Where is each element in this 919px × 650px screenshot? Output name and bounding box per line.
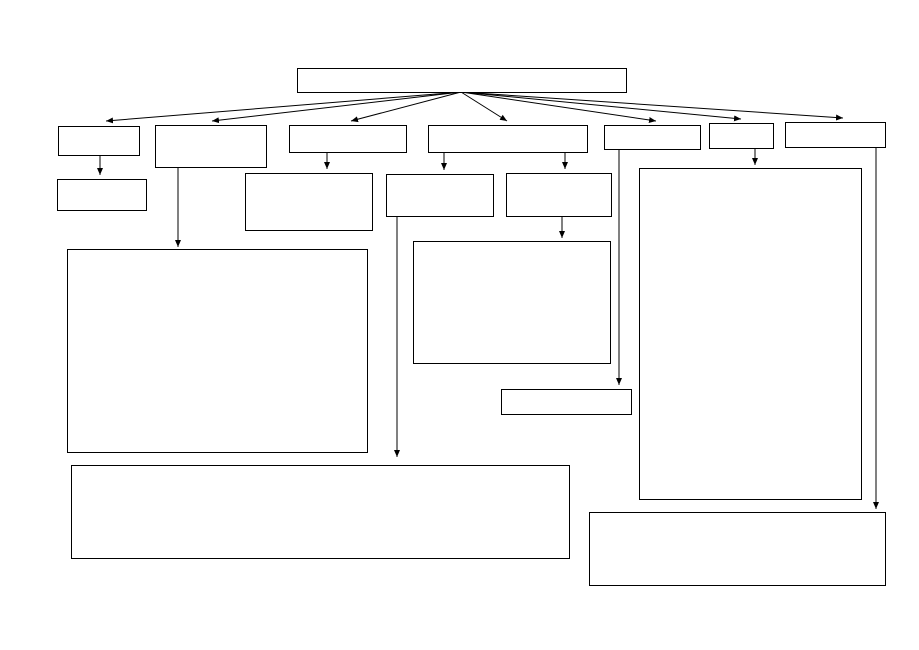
box-g1-frame: [589, 512, 886, 586]
box-f-frame: [709, 123, 774, 149]
box-root: [297, 68, 627, 93]
box-e1-frame: [501, 389, 632, 415]
box-a-frame: [58, 126, 140, 156]
box-root-frame: [297, 68, 627, 93]
box-a: [58, 126, 140, 156]
box-d2a-frame: [413, 241, 611, 364]
box-g-frame: [785, 122, 886, 148]
box-d1: [386, 174, 494, 217]
arrow-root-to-g: [460, 91, 844, 121]
arrow-root-to-e: [460, 91, 657, 123]
arrow-root-to-d: [460, 91, 508, 122]
box-c1: [245, 173, 373, 231]
box-c1-frame: [245, 173, 373, 231]
box-d2: [506, 173, 612, 217]
box-d2-frame: [506, 173, 612, 217]
connectors: [97, 91, 879, 509]
box-b1-frame: [67, 249, 368, 453]
box-a1-frame: [57, 179, 147, 211]
box-d: [428, 125, 588, 153]
arrow-root-to-f: [460, 91, 742, 122]
box-c: [289, 125, 407, 153]
box-g1: [589, 512, 886, 586]
box-e: [604, 125, 701, 150]
arrow-root-to-a: [105, 91, 462, 124]
box-d2a: [413, 241, 611, 364]
box-c-frame: [289, 125, 407, 153]
box-d-frame: [428, 125, 588, 153]
box-b: [155, 125, 267, 168]
box-e-frame: [604, 125, 701, 150]
boxes: [57, 68, 886, 586]
box-d1a-frame: [71, 465, 570, 559]
arrow-root-to-c: [350, 91, 462, 123]
box-d1-frame: [386, 174, 494, 217]
box-f1-frame: [639, 168, 862, 500]
box-f1: [639, 168, 862, 500]
box-b-frame: [155, 125, 267, 168]
box-a1: [57, 179, 147, 211]
box-e1: [501, 389, 632, 415]
box-f: [709, 123, 774, 149]
arrow-root-to-b: [211, 91, 462, 124]
box-d1a: [71, 465, 570, 559]
box-b1: [67, 249, 368, 453]
box-g: [785, 122, 886, 148]
